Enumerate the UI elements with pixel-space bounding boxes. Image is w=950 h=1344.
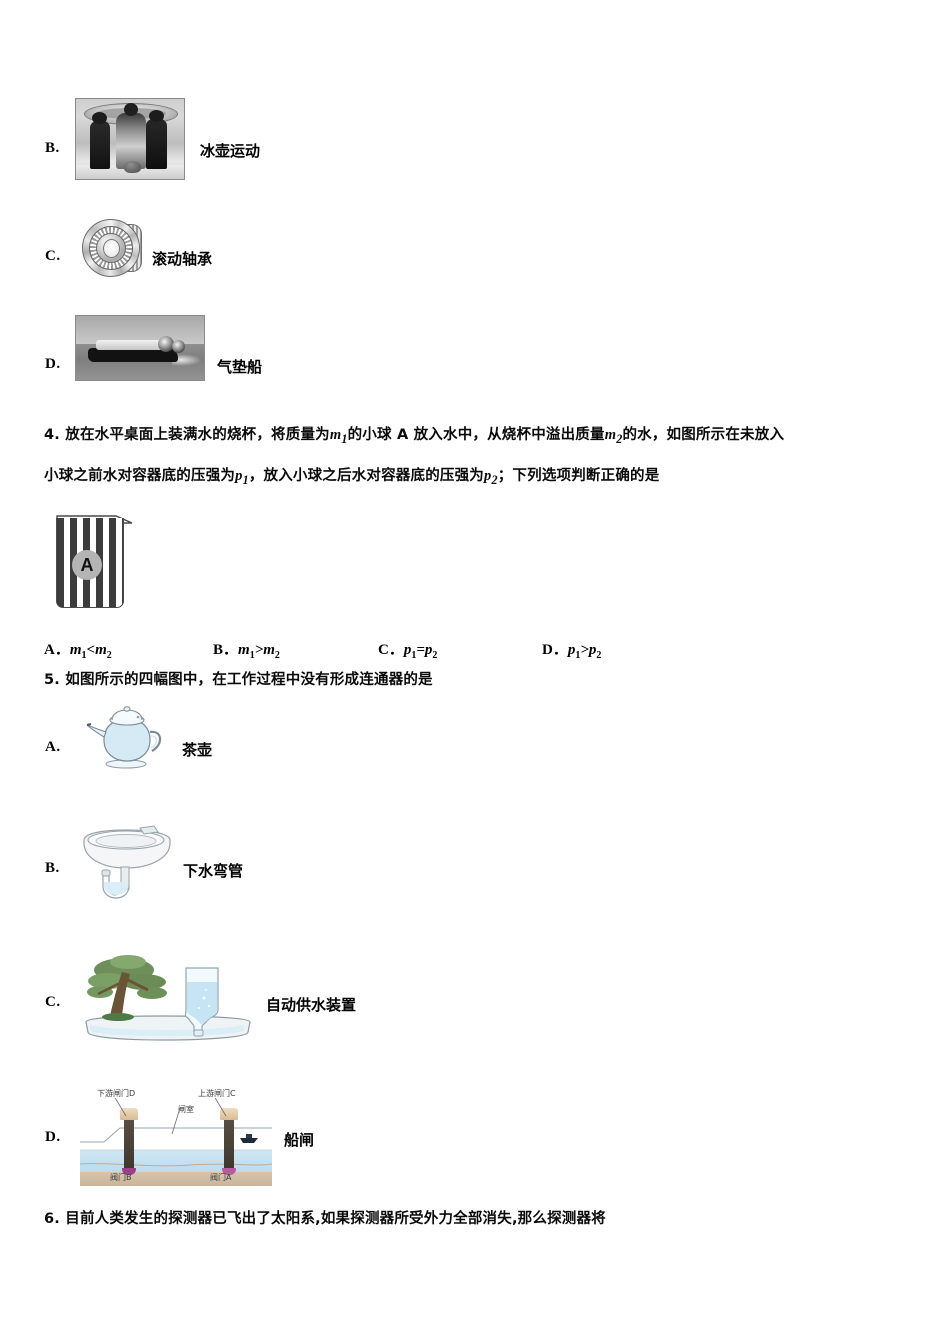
- q4-option-c-letter: C．: [378, 642, 404, 658]
- hovercraft-fan-right: [172, 340, 185, 353]
- curling-player-center: [116, 103, 146, 169]
- question-4-line2-a: 小球之前水对容器底的压强为: [44, 468, 236, 484]
- q4-option-c-expr: p1=p2: [403, 642, 438, 661]
- question-4-var-p2: p2: [484, 468, 498, 487]
- valve-b-marker: [122, 1168, 136, 1175]
- option-letter-c-q5: C.: [45, 994, 61, 1010]
- question-6-stem-text: 目前人类发生的探测器已飞出了太阳系,如果探测器所受外力全部消失,那么探测器将: [65, 1211, 606, 1227]
- label-lock-chamber: 闸室: [178, 1105, 194, 1114]
- option-label-c-q3: 滚动轴承: [152, 250, 213, 268]
- teapot-drawing: [78, 706, 178, 772]
- bearing-inner-ring: [96, 233, 126, 263]
- q4-option-d-expr: p1>p2: [567, 642, 602, 661]
- option-label-b-q3: 冰壶运动: [200, 142, 261, 160]
- hovercraft-sky-decor: [76, 316, 204, 344]
- option-letter-d-q3: D.: [45, 356, 61, 372]
- question-4-var-m2: m2: [604, 427, 623, 446]
- option-letter-c-q3: C.: [45, 248, 61, 264]
- downstream-gate-cap: [120, 1108, 138, 1120]
- curling-player-right: [146, 110, 167, 169]
- rolling-bearing-drawing: [78, 218, 144, 280]
- hovercraft-spray-decor: [172, 354, 202, 366]
- q4-option-b-letter: B．: [213, 642, 239, 658]
- option-label-c-q5: 自动供水装置: [266, 996, 357, 1014]
- question-5-number: 5.: [44, 672, 60, 688]
- q4-option-b-expr: m1>m2: [238, 642, 280, 661]
- upstream-gate-cap: [220, 1108, 238, 1120]
- q4-option-d-letter: D．: [542, 642, 568, 658]
- question-4-stem: 4. 放在水平桌面上装满水的烧杯，将质量为m1的小球 A 放入水中，从烧杯中溢出…: [44, 425, 914, 448]
- beaker-with-ball-figure: A: [56, 512, 134, 610]
- question-4-stem-line2: 小球之前水对容器底的压强为p1，放入小球之后水对容器底的压强为p2；下列选项判断…: [44, 466, 914, 489]
- option-label-d-q5: 船闸: [284, 1131, 315, 1149]
- question-4-var-m1: m1: [329, 427, 348, 446]
- hovercraft-deck: [96, 340, 164, 350]
- curling-stone: [124, 161, 141, 173]
- label-upstream-gate-c: 上游闸门C: [198, 1089, 236, 1098]
- label-downstream-gate-d: 下游闸门D: [97, 1089, 136, 1098]
- q4-option-d[interactable]: D．p1>p2: [542, 638, 601, 661]
- q4-option-c[interactable]: C．p1=p2: [378, 638, 437, 661]
- option-label-b-q5: 下水弯管: [183, 862, 244, 880]
- q4-option-a-letter: A．: [44, 642, 70, 658]
- option-letter-b-q3: B.: [45, 140, 60, 156]
- question-4-line1-b: 的小球 A 放入水中，从烧杯中溢出质量: [347, 427, 605, 443]
- label-valve-b: 阀门B: [110, 1173, 132, 1182]
- q4-option-a-expr: m1<m2: [69, 642, 112, 661]
- hovercraft-fan-left: [158, 336, 174, 352]
- option-letter-a-q5: A.: [45, 739, 61, 755]
- question-4-line1-a: 放在水平桌面上装满水的烧杯，将质量为: [65, 427, 330, 443]
- label-valve-a: 阀门A: [210, 1173, 232, 1182]
- question-4-line2-b: ，放入小球之后水对容器底的压强为: [248, 468, 485, 484]
- bearing-bore: [103, 239, 120, 258]
- question-4-number: 4.: [44, 427, 60, 443]
- upstream-gate-shaft: [224, 1116, 234, 1170]
- option-letter-b-q5: B.: [45, 860, 60, 876]
- ship-lock-diagram: [80, 1098, 272, 1186]
- question-4-var-p1: p1: [235, 468, 249, 487]
- sink-u-trap-drawing: [78, 824, 188, 904]
- ball-a: A: [72, 550, 102, 580]
- question-5-stem: 5. 如图所示的四幅图中，在工作过程中没有形成连通器的是: [44, 670, 914, 692]
- lock-surface-lines: [80, 1127, 272, 1167]
- option-label-a-q5: 茶壶: [182, 741, 213, 759]
- valve-a-marker: [222, 1168, 236, 1175]
- question-6-number: 6.: [44, 1211, 60, 1227]
- curling-player-left: [90, 112, 110, 169]
- question-4-line2-c: ；下列选项判断正确的是: [497, 468, 660, 484]
- option-label-d-q3: 气垫船: [217, 358, 263, 376]
- hovercraft-hull: [88, 348, 178, 362]
- hovercraft-photo: [75, 315, 205, 381]
- question-5-stem-text: 如图所示的四幅图中，在工作过程中没有形成连通器的是: [65, 672, 433, 688]
- option-letter-d-q5: D.: [45, 1129, 61, 1145]
- bonsai-auto-watering-drawing: [78, 948, 258, 1046]
- question-6-stem: 6. 目前人类发生的探测器已飞出了太阳系,如果探测器所受外力全部消失,那么探测器…: [44, 1209, 914, 1231]
- downstream-gate-shaft: [124, 1116, 134, 1170]
- question-4-line1-c: 的水，如图所示在未放入: [622, 427, 785, 443]
- curling-photo: [75, 98, 185, 180]
- q4-option-b[interactable]: B．m1>m2: [213, 638, 280, 661]
- lock-leader-lines: [114, 1098, 227, 1135]
- q4-option-a[interactable]: A．m1<m2: [44, 638, 112, 661]
